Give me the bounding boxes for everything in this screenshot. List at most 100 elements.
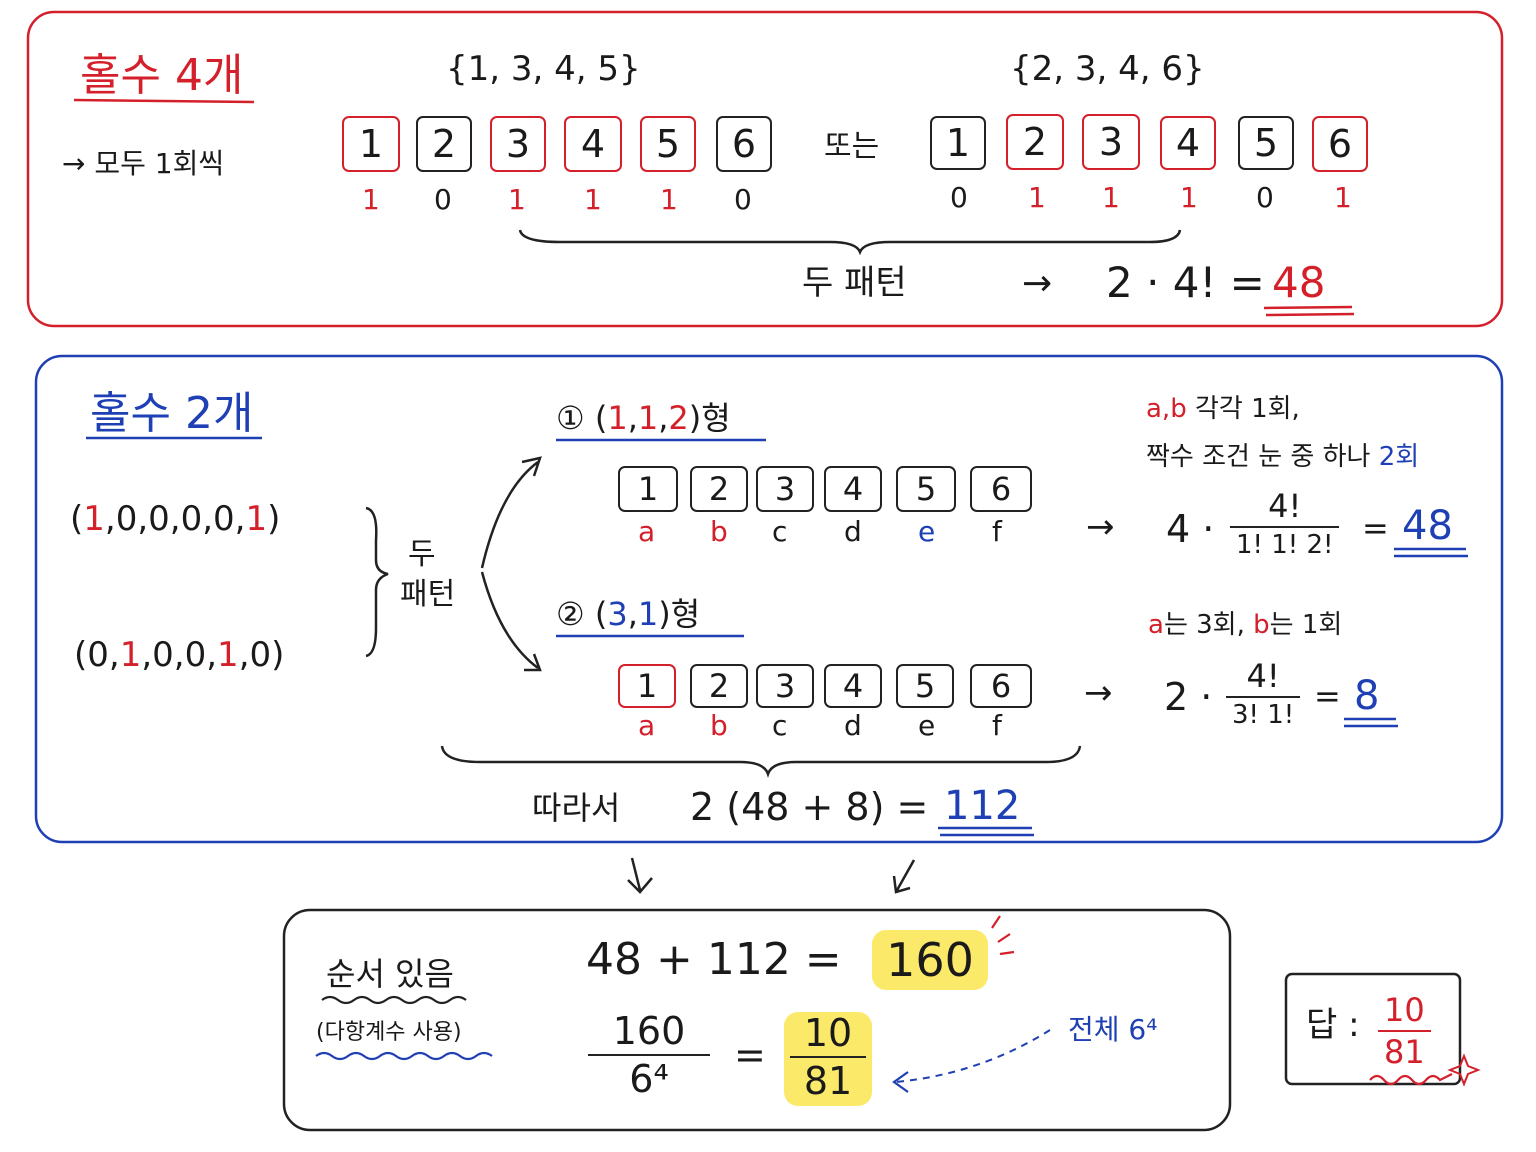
ordered-sublabel: (다항계수 사용) [316, 1020, 462, 1045]
case2-arrow: → [1084, 673, 1113, 713]
tuple-a-first: 1 [83, 499, 105, 539]
case2-letter-b: b [710, 709, 728, 742]
eq2-equals: = [1314, 677, 1341, 715]
answer-fraction-bar [1378, 1030, 1431, 1032]
case2-circle: ② [556, 595, 585, 633]
answer-frame [1284, 972, 1462, 1086]
pattern-a-box-2: 2 [416, 116, 472, 172]
section2-frame [34, 354, 1504, 844]
eq1-fraction-bar [1230, 526, 1340, 528]
case2-note-b: b [1253, 610, 1270, 640]
case1-box-5: 5 [896, 466, 956, 512]
tuple-b-one-a: 1 [119, 635, 142, 675]
pattern-a-box-3: 3 [490, 116, 546, 172]
reduced-fraction-highlight [784, 1012, 872, 1106]
branch-arrow-down [480, 571, 539, 670]
sparkle-star [1447, 1053, 1481, 1087]
case1-note-ab: a,b [1146, 394, 1187, 424]
result112-underline [938, 826, 1034, 837]
case1-c1: , [627, 399, 638, 437]
section1-result: 48 [1272, 258, 1326, 307]
tuple-a-middle: ,0,0,0,0, [104, 499, 246, 539]
section1-arrow: → [1022, 263, 1053, 304]
pattern-a-count-6: 0 [734, 183, 752, 216]
eq2-coef: 2 · [1164, 675, 1213, 719]
case1-circle: ① [556, 399, 585, 437]
case2-box-5: 5 [896, 664, 954, 708]
set-a: {1, 3, 4, 5} [446, 49, 641, 89]
case2-letter-d: d [844, 709, 862, 742]
pattern-b-box-4: 4 [1160, 116, 1216, 170]
pattern-b-box-2: 2 [1006, 114, 1064, 170]
section3-frame [282, 908, 1232, 1132]
case1-letter-e: e [918, 515, 936, 548]
case1-letter-c: c [772, 515, 788, 548]
probability-fraction-bar [588, 1054, 710, 1056]
case2-letter-f: f [992, 709, 1002, 742]
tuple-b: (0,1,0,0,1,0) [74, 638, 284, 672]
case2-n1: 3 [607, 595, 628, 633]
answer-numerator: 10 [1384, 991, 1425, 1029]
eq1-equals: = [1362, 509, 1389, 547]
case2-c1: , [627, 595, 638, 633]
case1-box-4: 4 [824, 466, 882, 512]
case1-note-rest: 각각 1회, [1194, 394, 1300, 424]
case1-open: ( [594, 399, 608, 437]
label-wavy-underline [321, 995, 467, 1005]
pattern-b-box-6: 6 [1312, 116, 1368, 172]
probability-fraction: 160 6⁴ [588, 1012, 710, 1098]
pattern-b-count-4: 1 [1180, 181, 1198, 214]
case1-n2: 1 [637, 399, 659, 437]
reduced-numerator: 10 [803, 1011, 853, 1055]
pattern-a-box-1: 1 [342, 116, 400, 172]
reduced-denominator: 81 [803, 1059, 853, 1103]
sparkle-strokes [991, 915, 1015, 956]
case2-letter-e: e [918, 709, 936, 742]
case2-letter-c: c [772, 709, 788, 742]
eq2-fraction: 4! 3! 1! [1226, 660, 1301, 730]
case1-letter-d: d [844, 515, 862, 548]
or-label: 또는 [824, 129, 880, 164]
pattern-a-count-1: 1 [362, 183, 380, 216]
case1-box-2: 2 [690, 466, 748, 512]
eq2-denominator: 3! 1! [1232, 700, 1295, 730]
case2-note-b-rest: 는 1회 [1269, 610, 1343, 640]
case1-note-even: 짝수 조건 눈 중 하나 [1146, 442, 1371, 472]
dashed-arrow [895, 1029, 1051, 1083]
pattern-b-box-5: 5 [1238, 116, 1294, 170]
ordered-label: 순서 있음 [326, 955, 454, 993]
therefore-label: 따라서 [532, 789, 621, 827]
eq1-underline [1394, 547, 1468, 558]
answer-label: 답 : [1306, 1005, 1360, 1045]
case1-letter-f: f [992, 515, 1002, 548]
set-b: {2, 3, 4, 6} [1010, 49, 1205, 89]
two-label-1: 두 [408, 537, 436, 572]
case1-box-6: 6 [970, 466, 1032, 512]
eq2-result: 8 [1354, 673, 1380, 719]
case1-arrow: → [1086, 507, 1115, 547]
branch-arrow-up [480, 460, 539, 569]
eq1-result: 48 [1402, 503, 1453, 549]
tuple-a-close: ) [267, 499, 281, 539]
answer-fraction: 10 81 [1378, 994, 1431, 1068]
down-arrow-right [892, 859, 916, 894]
pattern-a-count-3: 1 [508, 183, 526, 216]
sum-expression: 48 + 112 = [586, 934, 842, 985]
reduced-fraction-bar [790, 1056, 866, 1058]
case1-box-1: 1 [618, 466, 678, 512]
pattern-b-count-3: 1 [1102, 181, 1120, 214]
pattern-b-count-1: 0 [950, 181, 968, 214]
pattern-a-count-2: 0 [434, 183, 452, 216]
section2-brace [440, 745, 1082, 778]
two-label-2: 패턴 [400, 577, 456, 612]
case2-box-2: 2 [690, 664, 748, 708]
title1-underline [73, 98, 255, 104]
tuple-a-open: ( [70, 499, 84, 539]
section2-title: 홀수 2개 [90, 388, 254, 439]
tuple-b-open: (0, [74, 635, 120, 675]
tuple-brace [365, 506, 389, 658]
pattern-a-count-5: 1 [660, 183, 678, 216]
pattern-b-count-5: 0 [1256, 181, 1274, 214]
down-arrow-left [627, 857, 653, 894]
pattern-b-count-6: 1 [1334, 181, 1352, 214]
